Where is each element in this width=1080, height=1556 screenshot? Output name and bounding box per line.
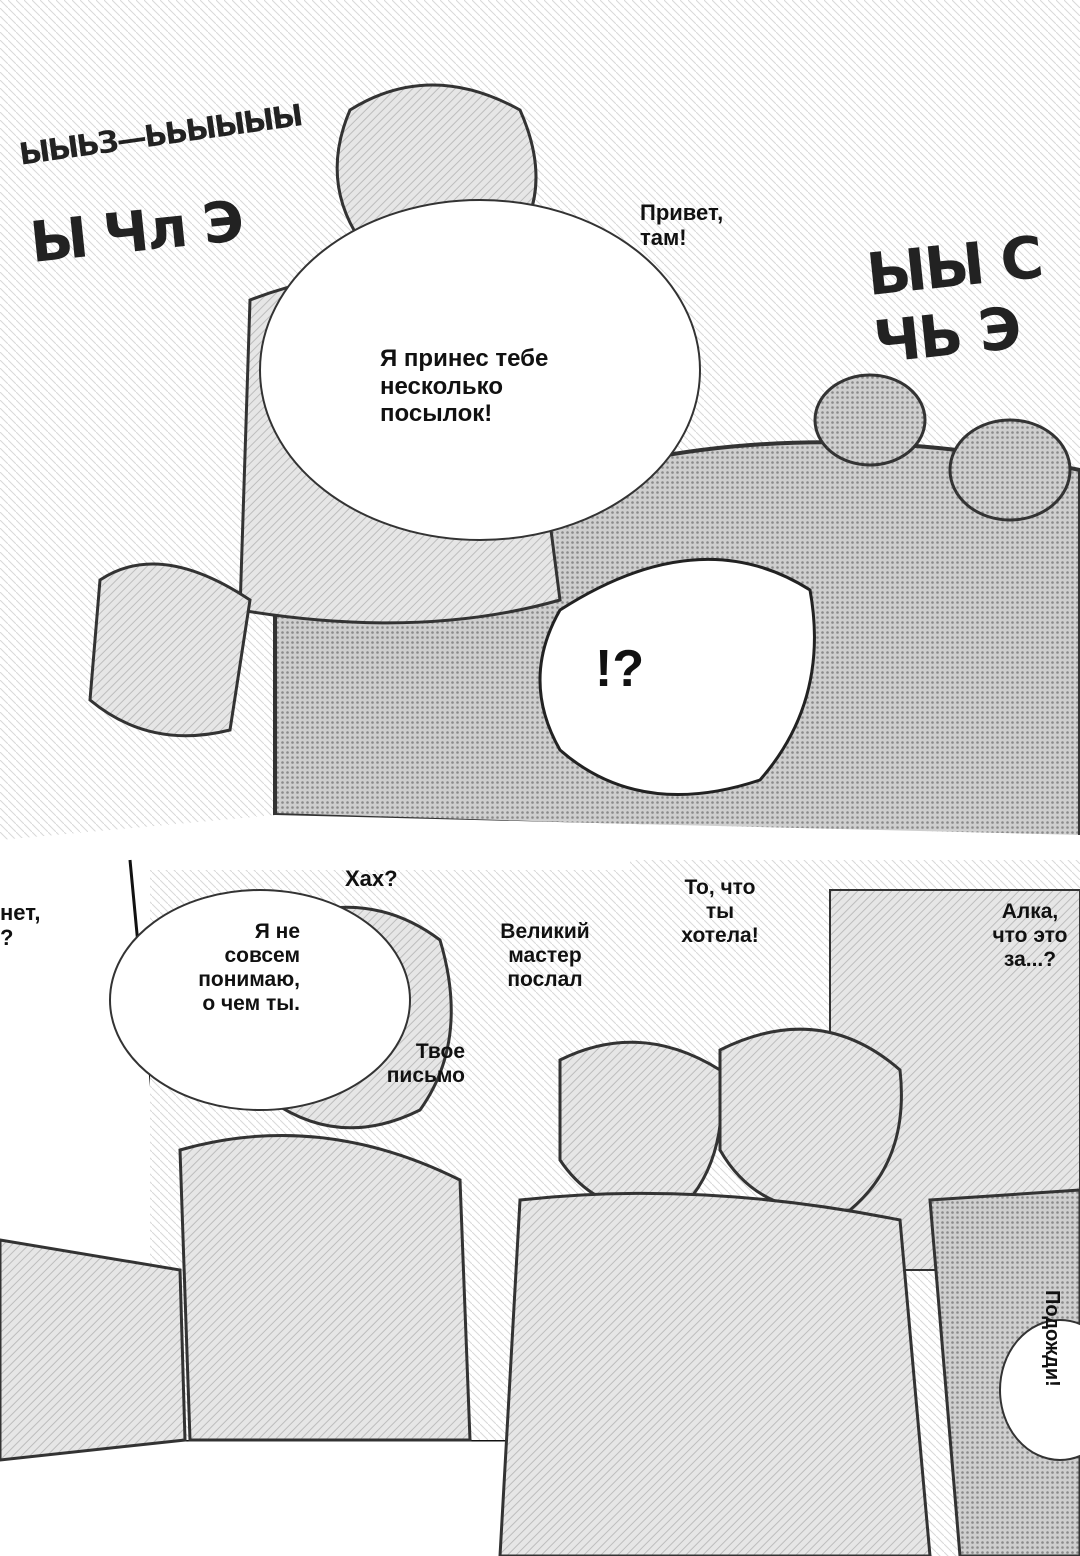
- sack-knot: [813, 373, 927, 467]
- what-you-wanted-text: То, что ты хотела!: [681, 876, 759, 948]
- great-master-text: Великий мастер послал: [500, 920, 590, 992]
- sack-knot-right: [948, 418, 1072, 522]
- alka-text: Алка, что это за...?: [992, 900, 1068, 972]
- sfx-right: ЫЫ С ЧЬ Э: [863, 223, 1045, 377]
- wait-bubble: [999, 1319, 1080, 1461]
- bottom-left-panel: [0, 1238, 187, 1462]
- girl-body: [178, 1134, 472, 1442]
- parcels-text: Я принес тебе несколько посылок!: [380, 345, 549, 428]
- surprise-bubble: [538, 557, 816, 796]
- wait-text: Подожди!: [1041, 1290, 1063, 1387]
- greeting-text: Привет, там!: [640, 200, 724, 251]
- your-letter-text: Твое письмо: [386, 1040, 465, 1088]
- dont-understand-text: Я не совсем понимаю, о чем ты.: [198, 920, 300, 1016]
- character-arm: [88, 562, 252, 738]
- panel-gutter: [0, 815, 1080, 870]
- interrobang-text: !?: [595, 640, 645, 698]
- huh-text: Хах?: [345, 866, 398, 891]
- greeting-bubble: [259, 199, 701, 541]
- figure-right-head: [718, 1027, 903, 1213]
- figure-left-head: [558, 1040, 724, 1213]
- understand-bubble: [109, 889, 411, 1111]
- partial-left-text: нет, ?: [0, 900, 41, 951]
- figures-bodies: [498, 1191, 932, 1556]
